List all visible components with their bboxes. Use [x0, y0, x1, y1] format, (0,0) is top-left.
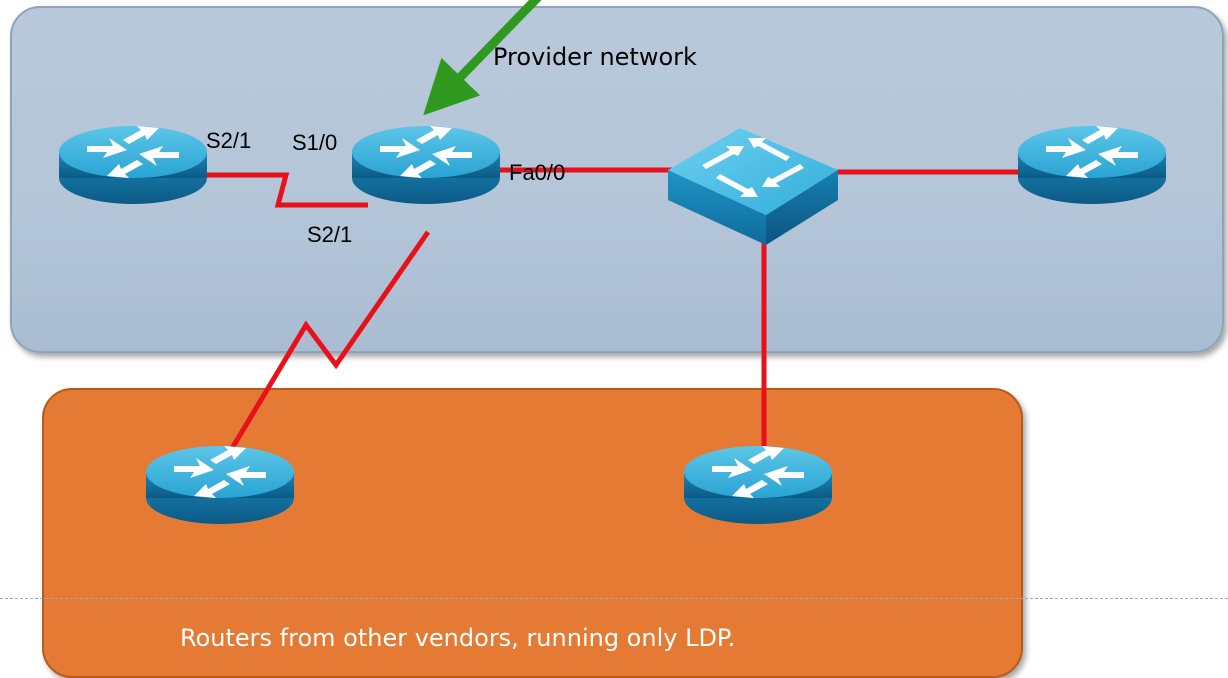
serial-link-r2-r4 — [225, 230, 431, 457]
interface-label-r1-s21: S2/1 — [206, 128, 252, 153]
router-icon-provider-core — [352, 126, 500, 204]
other-vendors-zone — [42, 388, 1023, 678]
dashed-divider — [0, 598, 1228, 599]
router-icon-vendor-right — [684, 446, 832, 524]
router-icon-provider-right — [1018, 126, 1166, 204]
interface-label-r2-s21: S2/1 — [307, 222, 353, 247]
router-icon-provider-left — [59, 126, 207, 204]
interface-label-r2-s10: S1/0 — [292, 130, 338, 155]
router-icon-vendor-left — [146, 446, 294, 524]
green-arrow-icon — [423, 0, 542, 116]
provider-network-label: Provider network — [493, 43, 697, 71]
interface-label-r2-fa00: Fa0/0 — [509, 160, 566, 185]
other-vendors-label: Routers from other vendors, running only… — [180, 624, 736, 652]
serial-link-r1-r2 — [200, 172, 368, 208]
switch-icon — [668, 128, 838, 245]
